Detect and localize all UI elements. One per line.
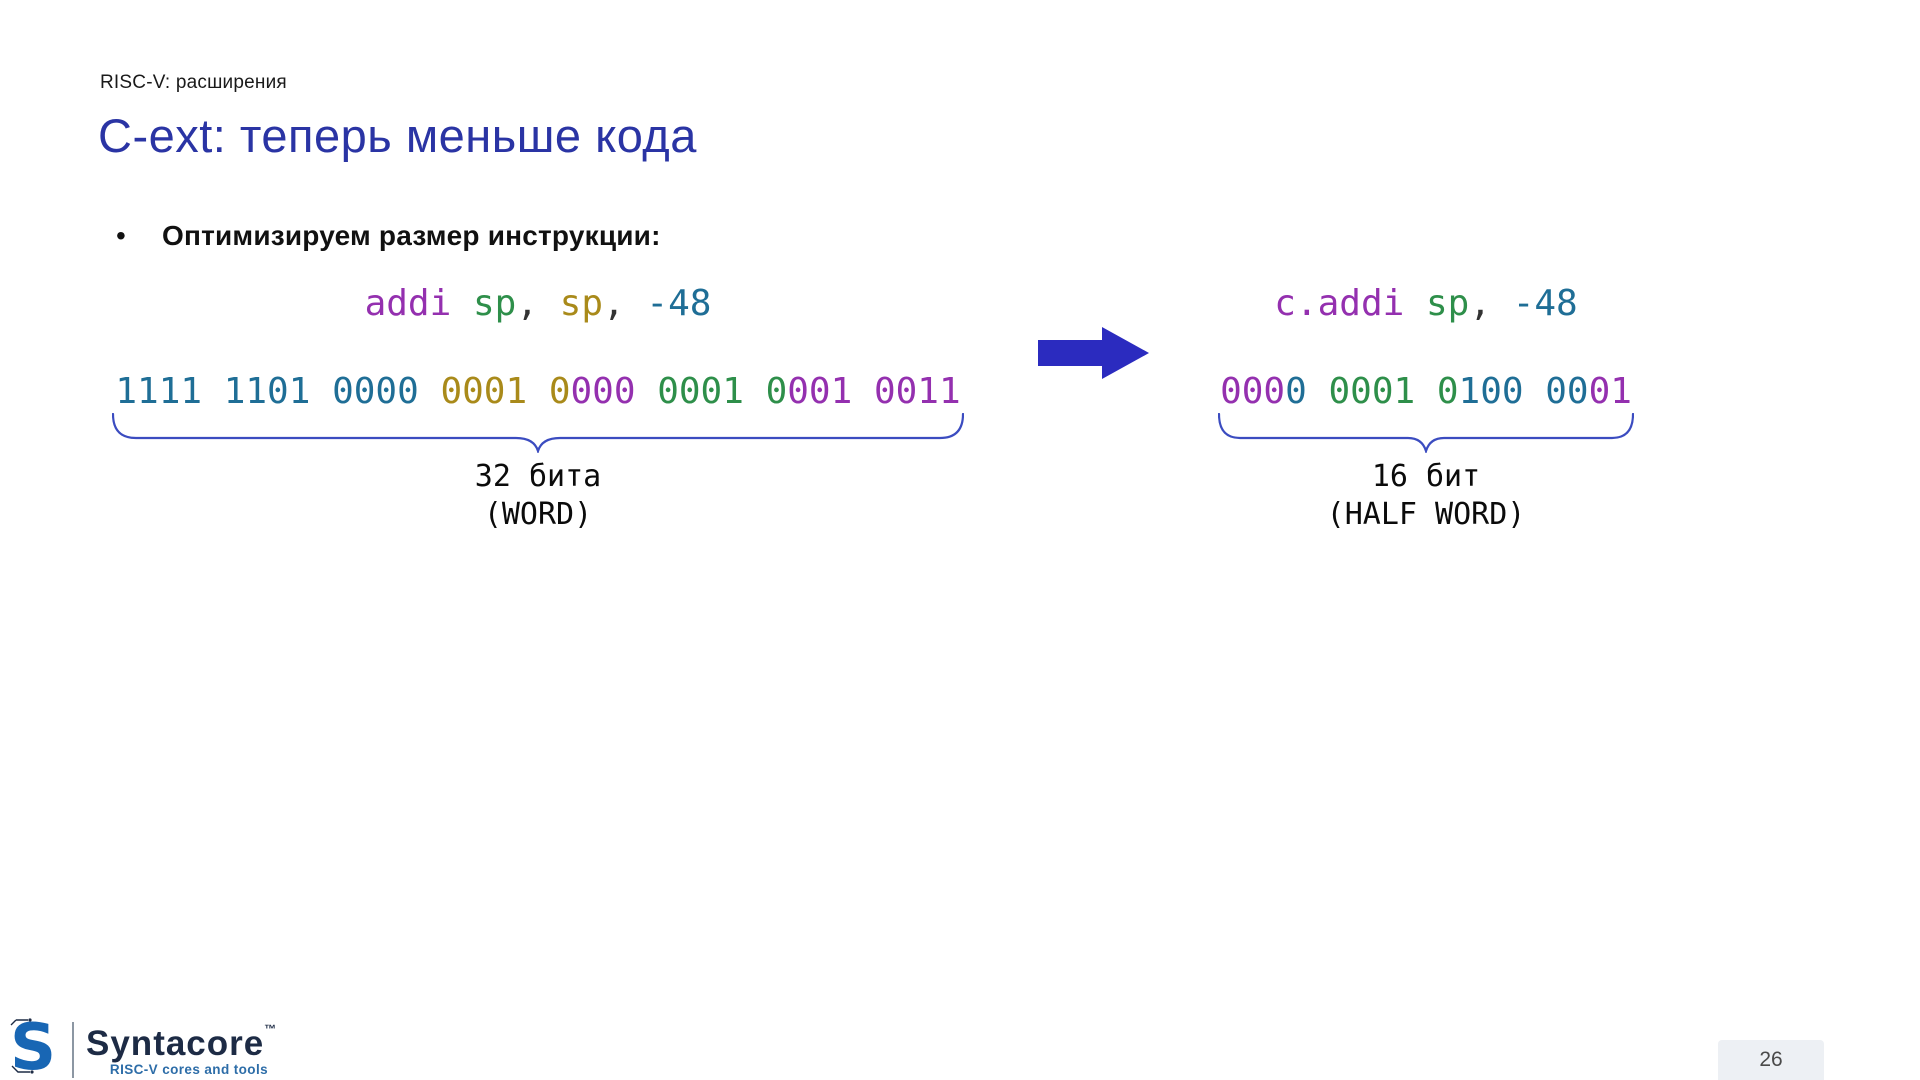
bullet-item: • Оптимизируем размер инструкции: xyxy=(116,220,661,252)
size-label-16bit: 16 бит xyxy=(1371,459,1481,494)
trademark-symbol: ™ xyxy=(264,1022,278,1036)
size-label-32bit: 32 бита xyxy=(474,459,602,494)
slide-kicker: RISC-V: расширения xyxy=(100,72,287,93)
size-sublabel-16bit: (HALF WORD) xyxy=(1326,497,1526,532)
underbrace-16bit xyxy=(1218,413,1634,453)
logo-divider xyxy=(72,1022,74,1078)
syntacore-s-icon: S xyxy=(10,1014,56,1078)
binary-encoding-16bit: 0000 0001 0100 0001 xyxy=(1220,371,1632,412)
bullet-icon: • xyxy=(116,220,126,251)
asm-code-32bit: addi sp, sp, -48 xyxy=(364,283,712,324)
page-number-badge: 26 xyxy=(1718,1040,1824,1080)
bullet-text: Оптимизируем размер инструкции: xyxy=(162,220,661,251)
brand-wordmark: Syntacore™ xyxy=(86,1022,278,1063)
brand-tagline: RISC-V cores and tools xyxy=(109,1062,268,1077)
svg-text:S: S xyxy=(10,1014,56,1078)
page-title: C-ext: теперь меньше кода xyxy=(98,109,697,162)
syntacore-logo: S Syntacore™ RISC-V cores and tools xyxy=(8,1014,308,1080)
size-sublabel-32bit: (WORD) xyxy=(483,497,593,532)
arrow-right-icon xyxy=(1038,327,1149,379)
binary-encoding-32bit: 1111 1101 0000 0001 0000 0001 0001 0011 xyxy=(115,371,961,412)
underbrace-32bit xyxy=(112,413,964,453)
asm-code-16bit: c.addi sp, -48 xyxy=(1274,283,1578,324)
